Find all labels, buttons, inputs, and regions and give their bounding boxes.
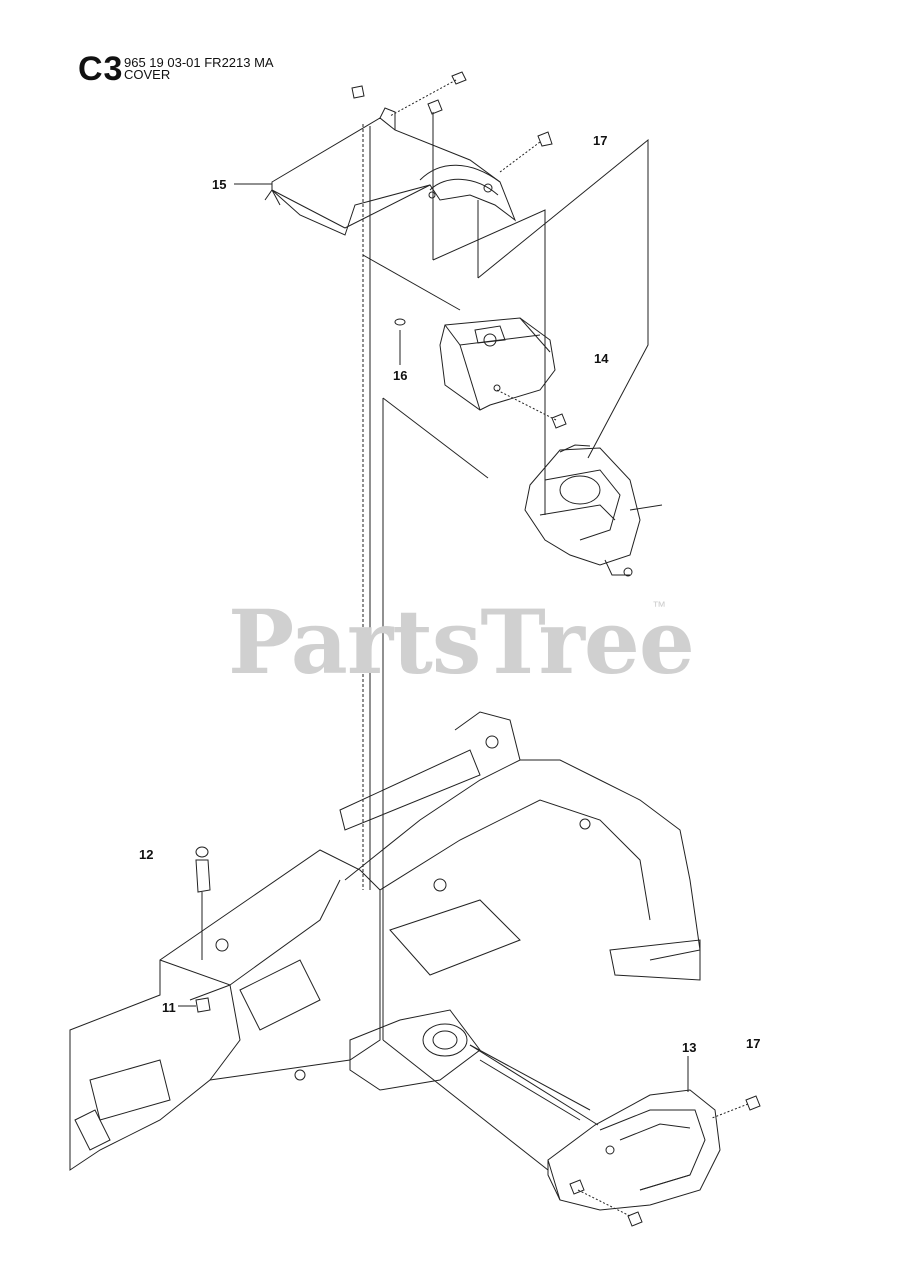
callout-11[interactable]: 11	[162, 1000, 176, 1015]
section-title: COVER	[124, 67, 171, 82]
screw-13-bottom[interactable]	[570, 1180, 642, 1226]
machine-frame[interactable]	[70, 712, 700, 1170]
reference-lines-13	[383, 1040, 598, 1170]
watermark-tm: ™	[652, 598, 666, 614]
part-12-pin[interactable]	[196, 847, 210, 960]
screw-top-1[interactable]	[390, 72, 466, 116]
screw-14[interactable]	[497, 390, 566, 428]
drive-pulley-assembly[interactable]	[525, 445, 662, 576]
screw-13-right[interactable]	[712, 1096, 760, 1118]
callout-17-top[interactable]: 17	[593, 133, 608, 148]
screw-top-3[interactable]	[428, 100, 442, 260]
screw-top-4[interactable]	[500, 132, 552, 172]
part-16-washer[interactable]	[395, 319, 405, 325]
part-15-top-cover[interactable]	[265, 108, 515, 235]
callout-13[interactable]: 13	[682, 1040, 697, 1055]
watermark-logo: PartsTree	[228, 590, 695, 694]
section-code: C3	[78, 50, 124, 88]
part-number-line: 965 19 03-01 FR2213 MA	[124, 55, 274, 70]
alignment-lines	[363, 124, 545, 1040]
screw-top-2[interactable]	[352, 86, 364, 98]
callout-16[interactable]: 16	[393, 368, 408, 383]
part-13-belt-guard[interactable]	[548, 1090, 720, 1210]
callout-14[interactable]: 14	[594, 351, 609, 366]
reference-lines-17-top	[433, 140, 648, 458]
callout-15[interactable]: 15	[212, 177, 227, 192]
part-14-cover-housing[interactable]	[440, 318, 555, 410]
callout-17-bottom[interactable]: 17	[746, 1036, 761, 1051]
callout-12[interactable]: 12	[139, 847, 154, 862]
part-11-bushing[interactable]	[196, 998, 210, 1012]
